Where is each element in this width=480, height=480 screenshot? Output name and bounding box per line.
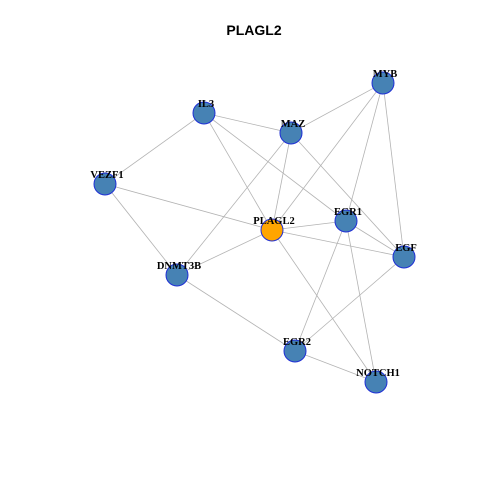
node-label-maz: MAZ <box>281 119 306 130</box>
edge-myb-egf <box>382 82 405 258</box>
node-dnmt3b: DNMT3B <box>157 261 201 287</box>
edge-myb-egr1 <box>345 82 384 222</box>
node-label-egr2: EGR2 <box>283 337 311 348</box>
node-notch1: NOTCH1 <box>356 368 400 394</box>
edge-il3-vezf1 <box>104 112 205 185</box>
node-circle-vezf1 <box>93 172 117 196</box>
edge-plagl2-egf <box>271 229 405 258</box>
node-label-vezf1: VEZF1 <box>90 170 123 181</box>
node-circle-egr2 <box>283 339 307 363</box>
edge-plagl2-dnmt3b <box>176 229 273 276</box>
node-egf: EGF <box>392 243 417 269</box>
node-label-notch1: NOTCH1 <box>356 368 400 379</box>
edge-egf-egr2 <box>294 256 405 352</box>
edge-maz-egf <box>290 132 405 258</box>
node-maz: MAZ <box>279 119 306 145</box>
edge-plagl2-maz <box>271 132 292 231</box>
node-plagl2: PLAGL2 <box>253 216 295 242</box>
edge-il3-egr1 <box>203 112 347 222</box>
node-label-egr1: EGR1 <box>334 207 362 218</box>
diagram-title: PLAGL2 <box>226 22 281 38</box>
edge-myb-maz <box>290 82 384 134</box>
node-circle-notch1 <box>364 370 388 394</box>
node-circle-plagl2 <box>260 218 284 242</box>
edge-plagl2-notch1 <box>271 229 377 383</box>
node-vezf1: VEZF1 <box>90 170 124 196</box>
node-label-il3: IL3 <box>198 99 214 110</box>
edge-dnmt3b-egr2 <box>176 274 296 352</box>
edge-egr2-notch1 <box>294 350 377 383</box>
node-circle-egr1 <box>334 209 358 233</box>
edge-layer <box>104 82 405 383</box>
node-label-plagl2: PLAGL2 <box>253 216 294 227</box>
node-il3: IL3 <box>192 99 216 125</box>
node-egr2: EGR2 <box>283 337 311 363</box>
edge-plagl2-vezf1 <box>104 183 273 231</box>
edge-plagl2-il3 <box>203 112 273 231</box>
edge-plagl2-myb <box>271 82 384 231</box>
node-myb: MYB <box>371 69 398 95</box>
edge-maz-dnmt3b <box>176 132 292 276</box>
node-label-egf: EGF <box>395 243 417 254</box>
node-egr1: EGR1 <box>334 207 362 233</box>
node-circle-myb <box>371 71 395 95</box>
node-label-myb: MYB <box>373 69 398 80</box>
node-circle-dnmt3b <box>165 263 189 287</box>
node-circle-maz <box>279 121 303 145</box>
edge-plagl2-egr1 <box>271 220 347 231</box>
edge-il3-maz <box>203 112 292 134</box>
node-circle-egf <box>392 245 416 269</box>
node-label-dnmt3b: DNMT3B <box>157 261 201 272</box>
node-circle-il3 <box>192 101 216 125</box>
edge-egr1-notch1 <box>345 220 377 383</box>
edge-egr1-egr2 <box>294 220 347 352</box>
edge-vezf1-dnmt3b <box>104 183 178 276</box>
